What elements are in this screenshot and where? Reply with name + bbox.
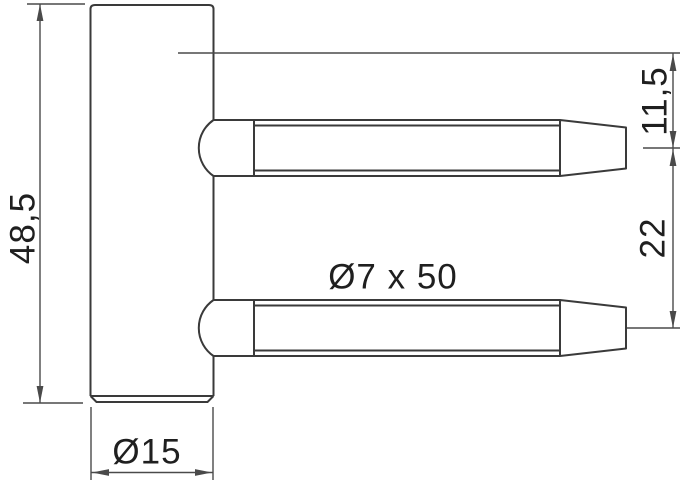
pin-top-outline (197, 119, 627, 177)
pin-bottom-outline (197, 299, 627, 357)
dimension-body-diameter: Ø15 (90, 407, 214, 480)
pin-spec-label: Ø7 x 50 (328, 258, 458, 297)
arrowhead-left-icon (92, 469, 109, 476)
arrowhead-down-icon (669, 311, 677, 328)
dimension-pin-spacing: 22 (627, 148, 680, 329)
arrowhead-up-icon (669, 149, 677, 166)
arrowhead-up-icon (36, 4, 44, 21)
pin-spacing-label: 22 (634, 218, 673, 259)
arrowhead-right-icon (195, 469, 212, 476)
pin-offset-label: 11,5 (636, 66, 675, 136)
body-foot (89, 395, 215, 403)
dimension-body-height: 48,5 (4, 3, 85, 404)
part-body (89, 4, 215, 403)
arrowhead-down-icon (669, 131, 677, 148)
arrowhead-up-icon (669, 54, 677, 71)
body-outline (89, 4, 215, 396)
dimension-pin-offset: 11,5 (178, 52, 680, 149)
body-height-label: 48,5 (4, 192, 43, 264)
body-diameter-label: Ø15 (112, 433, 181, 472)
pin-top (197, 119, 627, 177)
pin-bottom (197, 299, 627, 357)
arrowhead-down-icon (36, 386, 44, 403)
